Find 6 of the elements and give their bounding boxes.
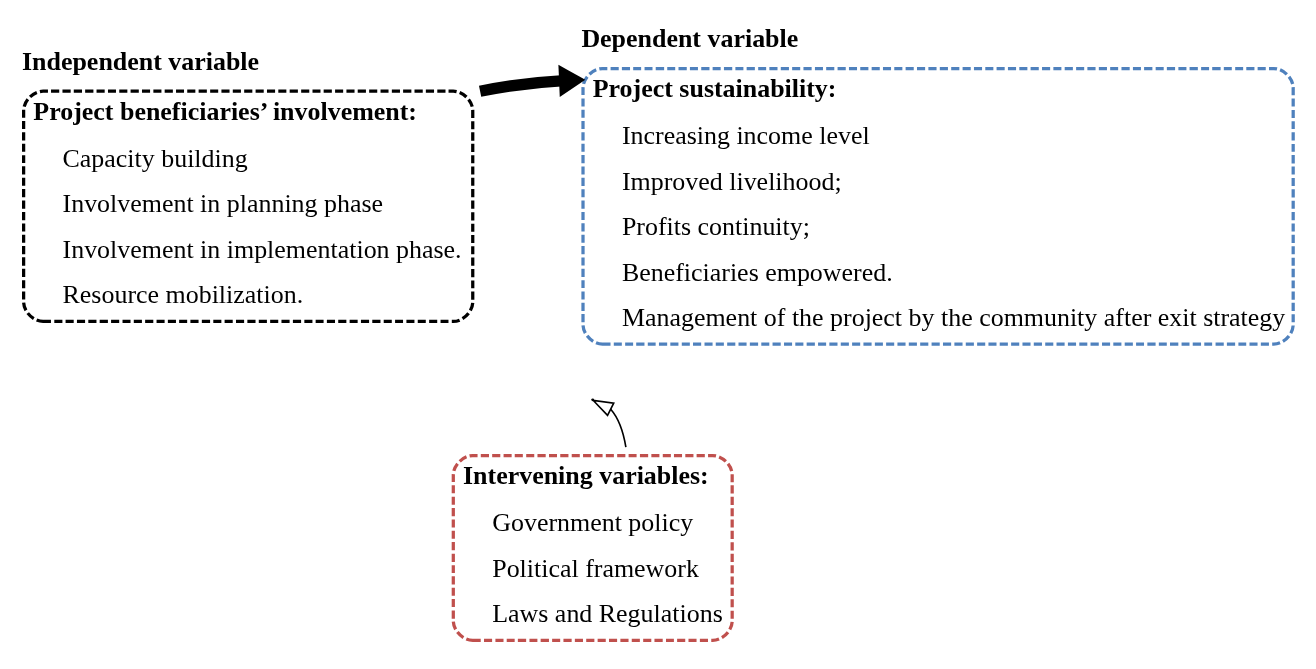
node-label: Dependent variable xyxy=(581,23,799,53)
node-box: Intervening variables: Government policy Political framework Laws and Regulations xyxy=(451,453,734,642)
node-box: Project beneficiaries’ involvement: Capacity building Involvement in planning phase Involvement in implementation phase. Resource mobilization. xyxy=(22,89,475,323)
node-label: Independent variable xyxy=(22,46,260,76)
arrow xyxy=(479,64,586,97)
node-box: Project sustainability: Increasing income level Improved livelihood; Profits continuity; Beneficiaries empowered. Management of the project by the community after exit strategy xyxy=(581,66,1295,346)
